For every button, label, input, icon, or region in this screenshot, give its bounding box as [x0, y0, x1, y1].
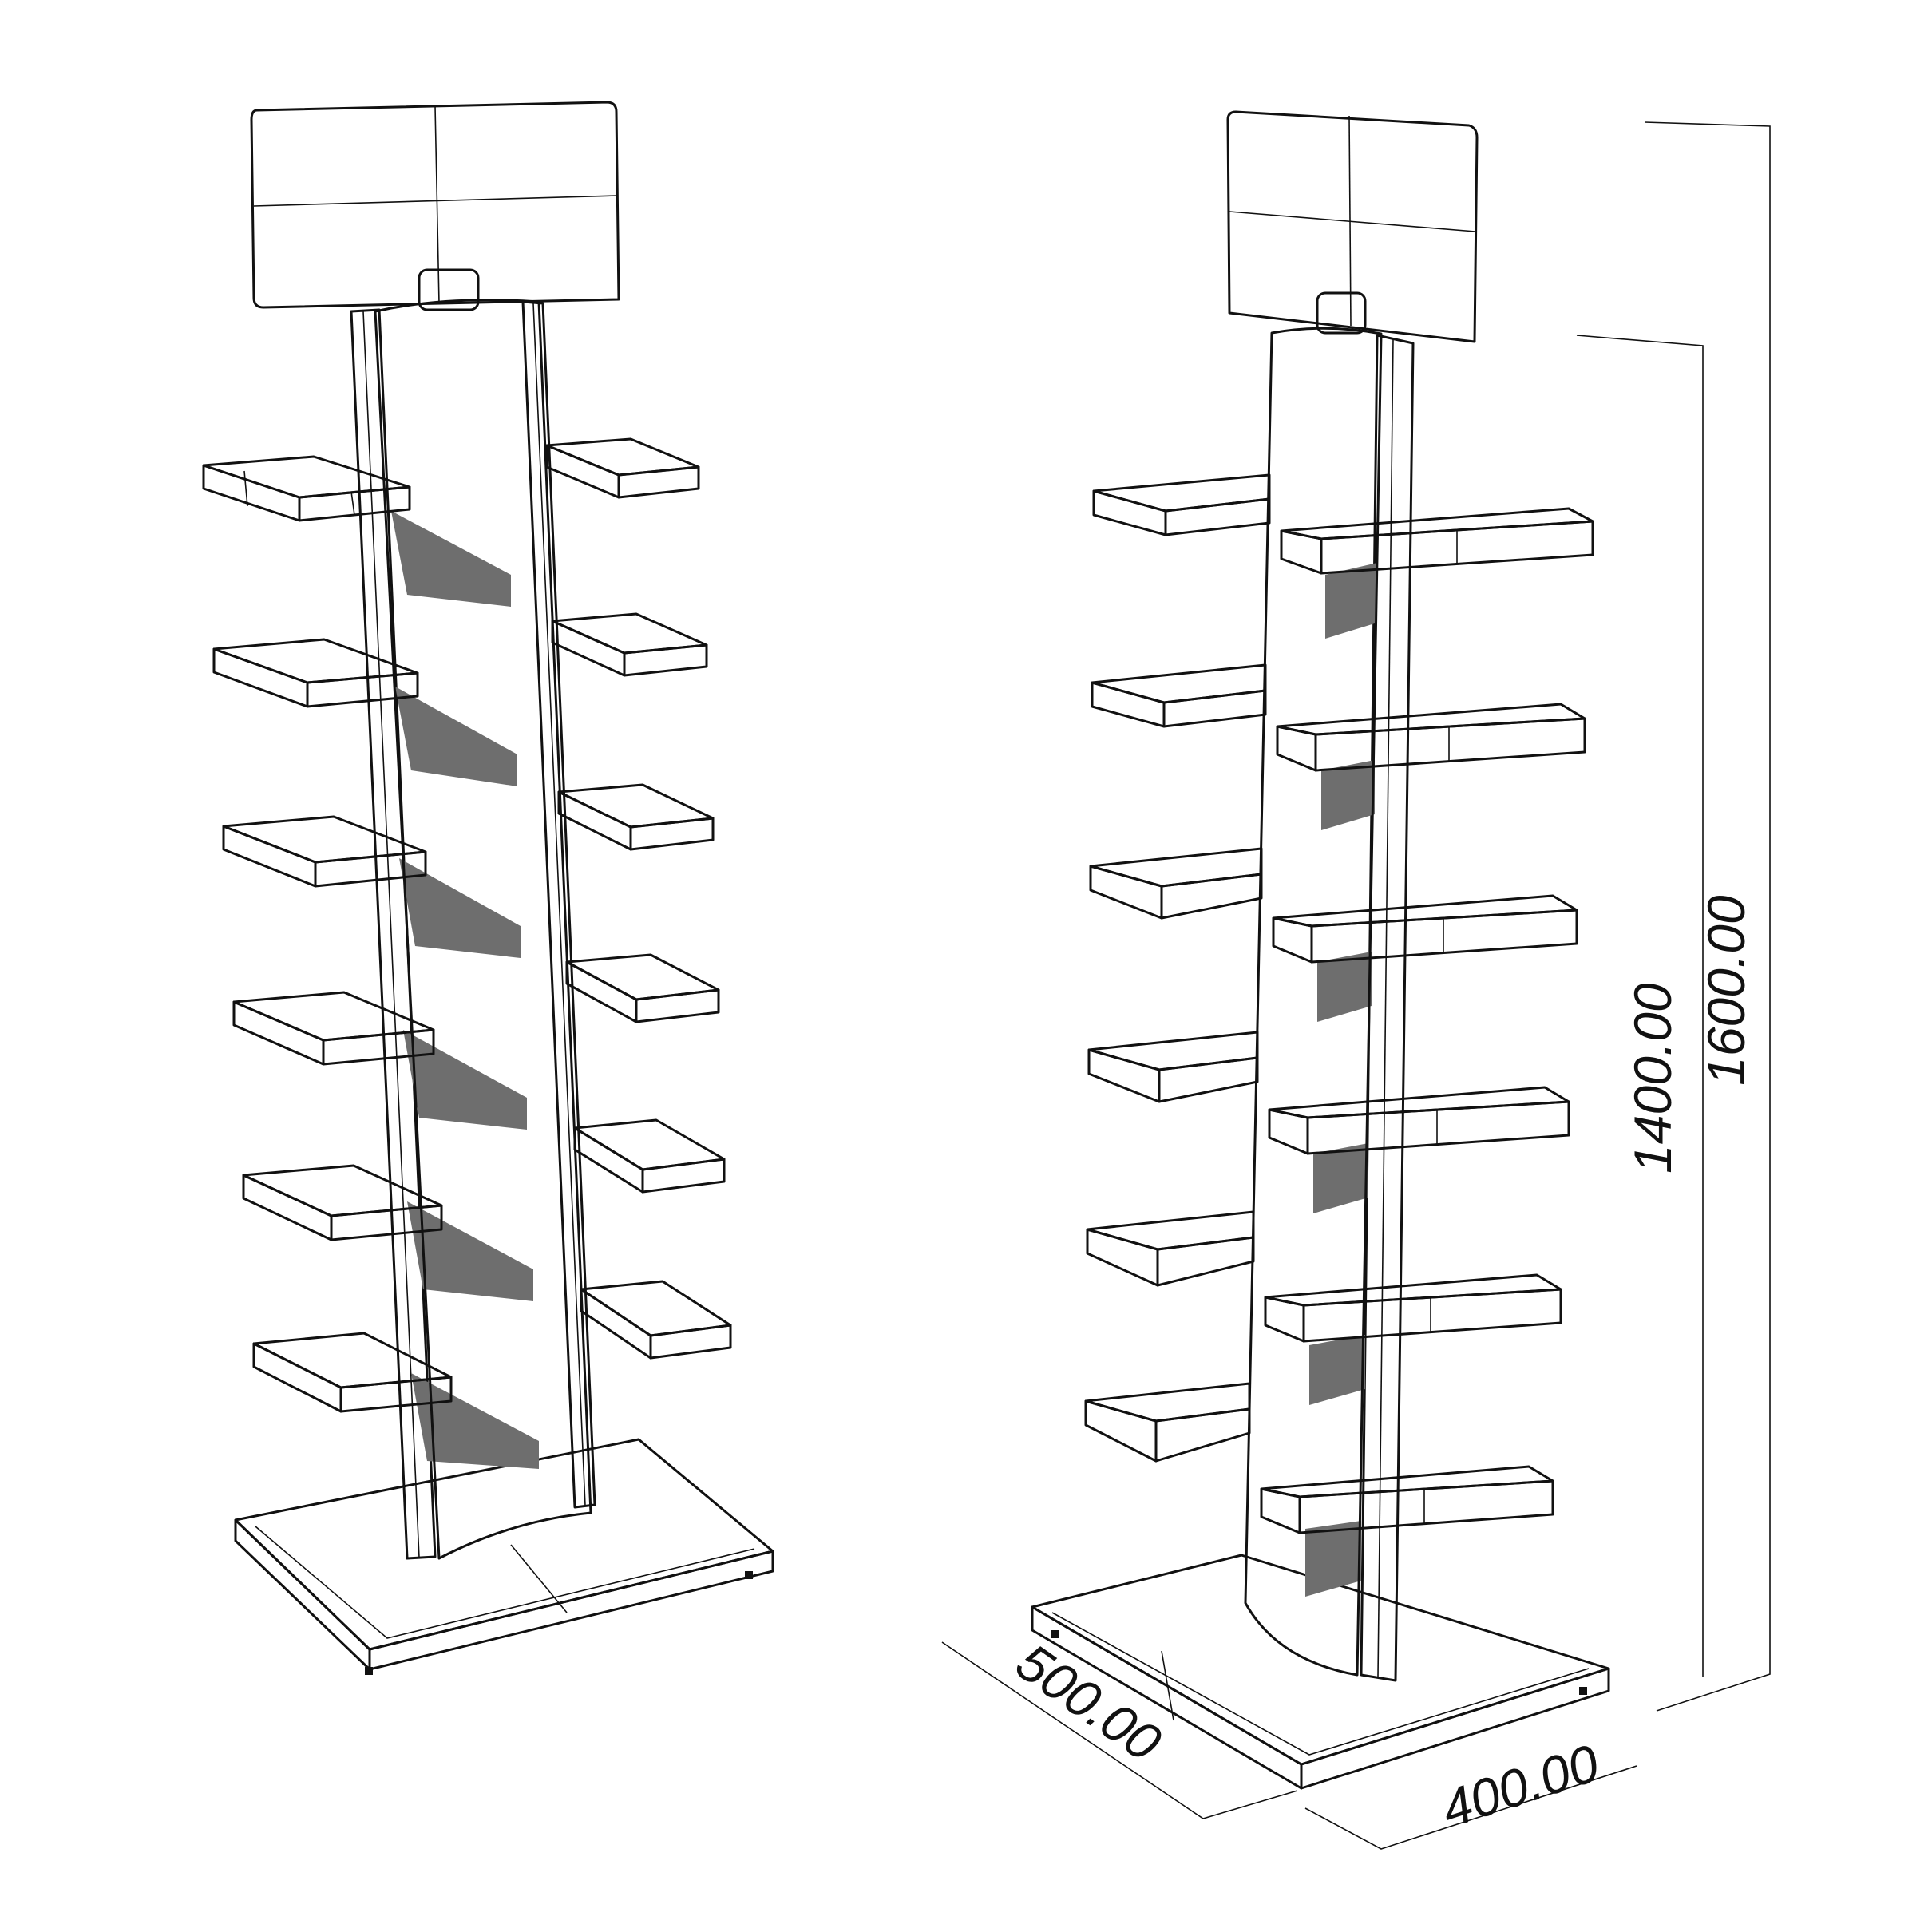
right-base [1031, 1554, 1610, 1790]
right-header-sign [1226, 110, 1479, 343]
front-shelf-2 [1276, 703, 1586, 772]
back-shelf-5 [1086, 1210, 1255, 1287]
right-display-stand [941, 110, 1771, 1850]
left-base [234, 1438, 774, 1675]
left-shelf-5 [242, 1164, 443, 1241]
right-shelf-3 [557, 783, 715, 851]
left-upright [350, 300, 596, 1560]
front-shelf-3 [1272, 894, 1578, 964]
left-header-sign [250, 101, 620, 311]
right-shelf-5 [573, 1118, 726, 1194]
right-upright [1360, 334, 1415, 1682]
right-view-back-shelves [1084, 473, 1271, 1463]
dimension-total-height: 1600.00 [1696, 895, 1756, 1086]
right-column-panel [1244, 327, 1383, 1676]
left-display-stand [202, 101, 774, 1675]
left-view-shelves-right [545, 437, 732, 1360]
front-shelf-6 [1260, 1465, 1554, 1534]
right-shelf-shadows [1305, 563, 1377, 1597]
left-shelf-3 [222, 815, 427, 888]
dimension-width: 400.00 [1434, 1732, 1605, 1839]
right-shelf-1 [545, 437, 700, 499]
back-shelf-2 [1091, 663, 1267, 728]
left-shelf-shadows [391, 511, 539, 1469]
right-view-front-shelves [1260, 507, 1594, 1534]
left-shelf-2 [212, 638, 419, 708]
right-shelf-2 [551, 612, 708, 677]
back-shelf-6 [1084, 1382, 1251, 1463]
front-shelf-5 [1264, 1273, 1562, 1343]
dimension-lines [941, 121, 1771, 1850]
right-shelf-6 [580, 1280, 732, 1360]
front-shelf-4 [1268, 1086, 1570, 1155]
left-view-shelves-left [202, 455, 453, 1413]
back-shelf-4 [1087, 1031, 1259, 1103]
left-shelf-1 [202, 455, 411, 522]
left-shelf-6 [252, 1332, 453, 1413]
right-shelf-4 [565, 953, 720, 1023]
front-shelf-1 [1280, 507, 1594, 575]
dimension-shelf-height: 1400.00 [1623, 983, 1682, 1174]
back-shelf-3 [1089, 847, 1263, 920]
back-shelf-1 [1092, 473, 1271, 536]
left-shelf-4 [232, 991, 435, 1066]
dimension-labels: 500.00 400.00 1400.00 1600.00 [1006, 895, 1756, 1839]
